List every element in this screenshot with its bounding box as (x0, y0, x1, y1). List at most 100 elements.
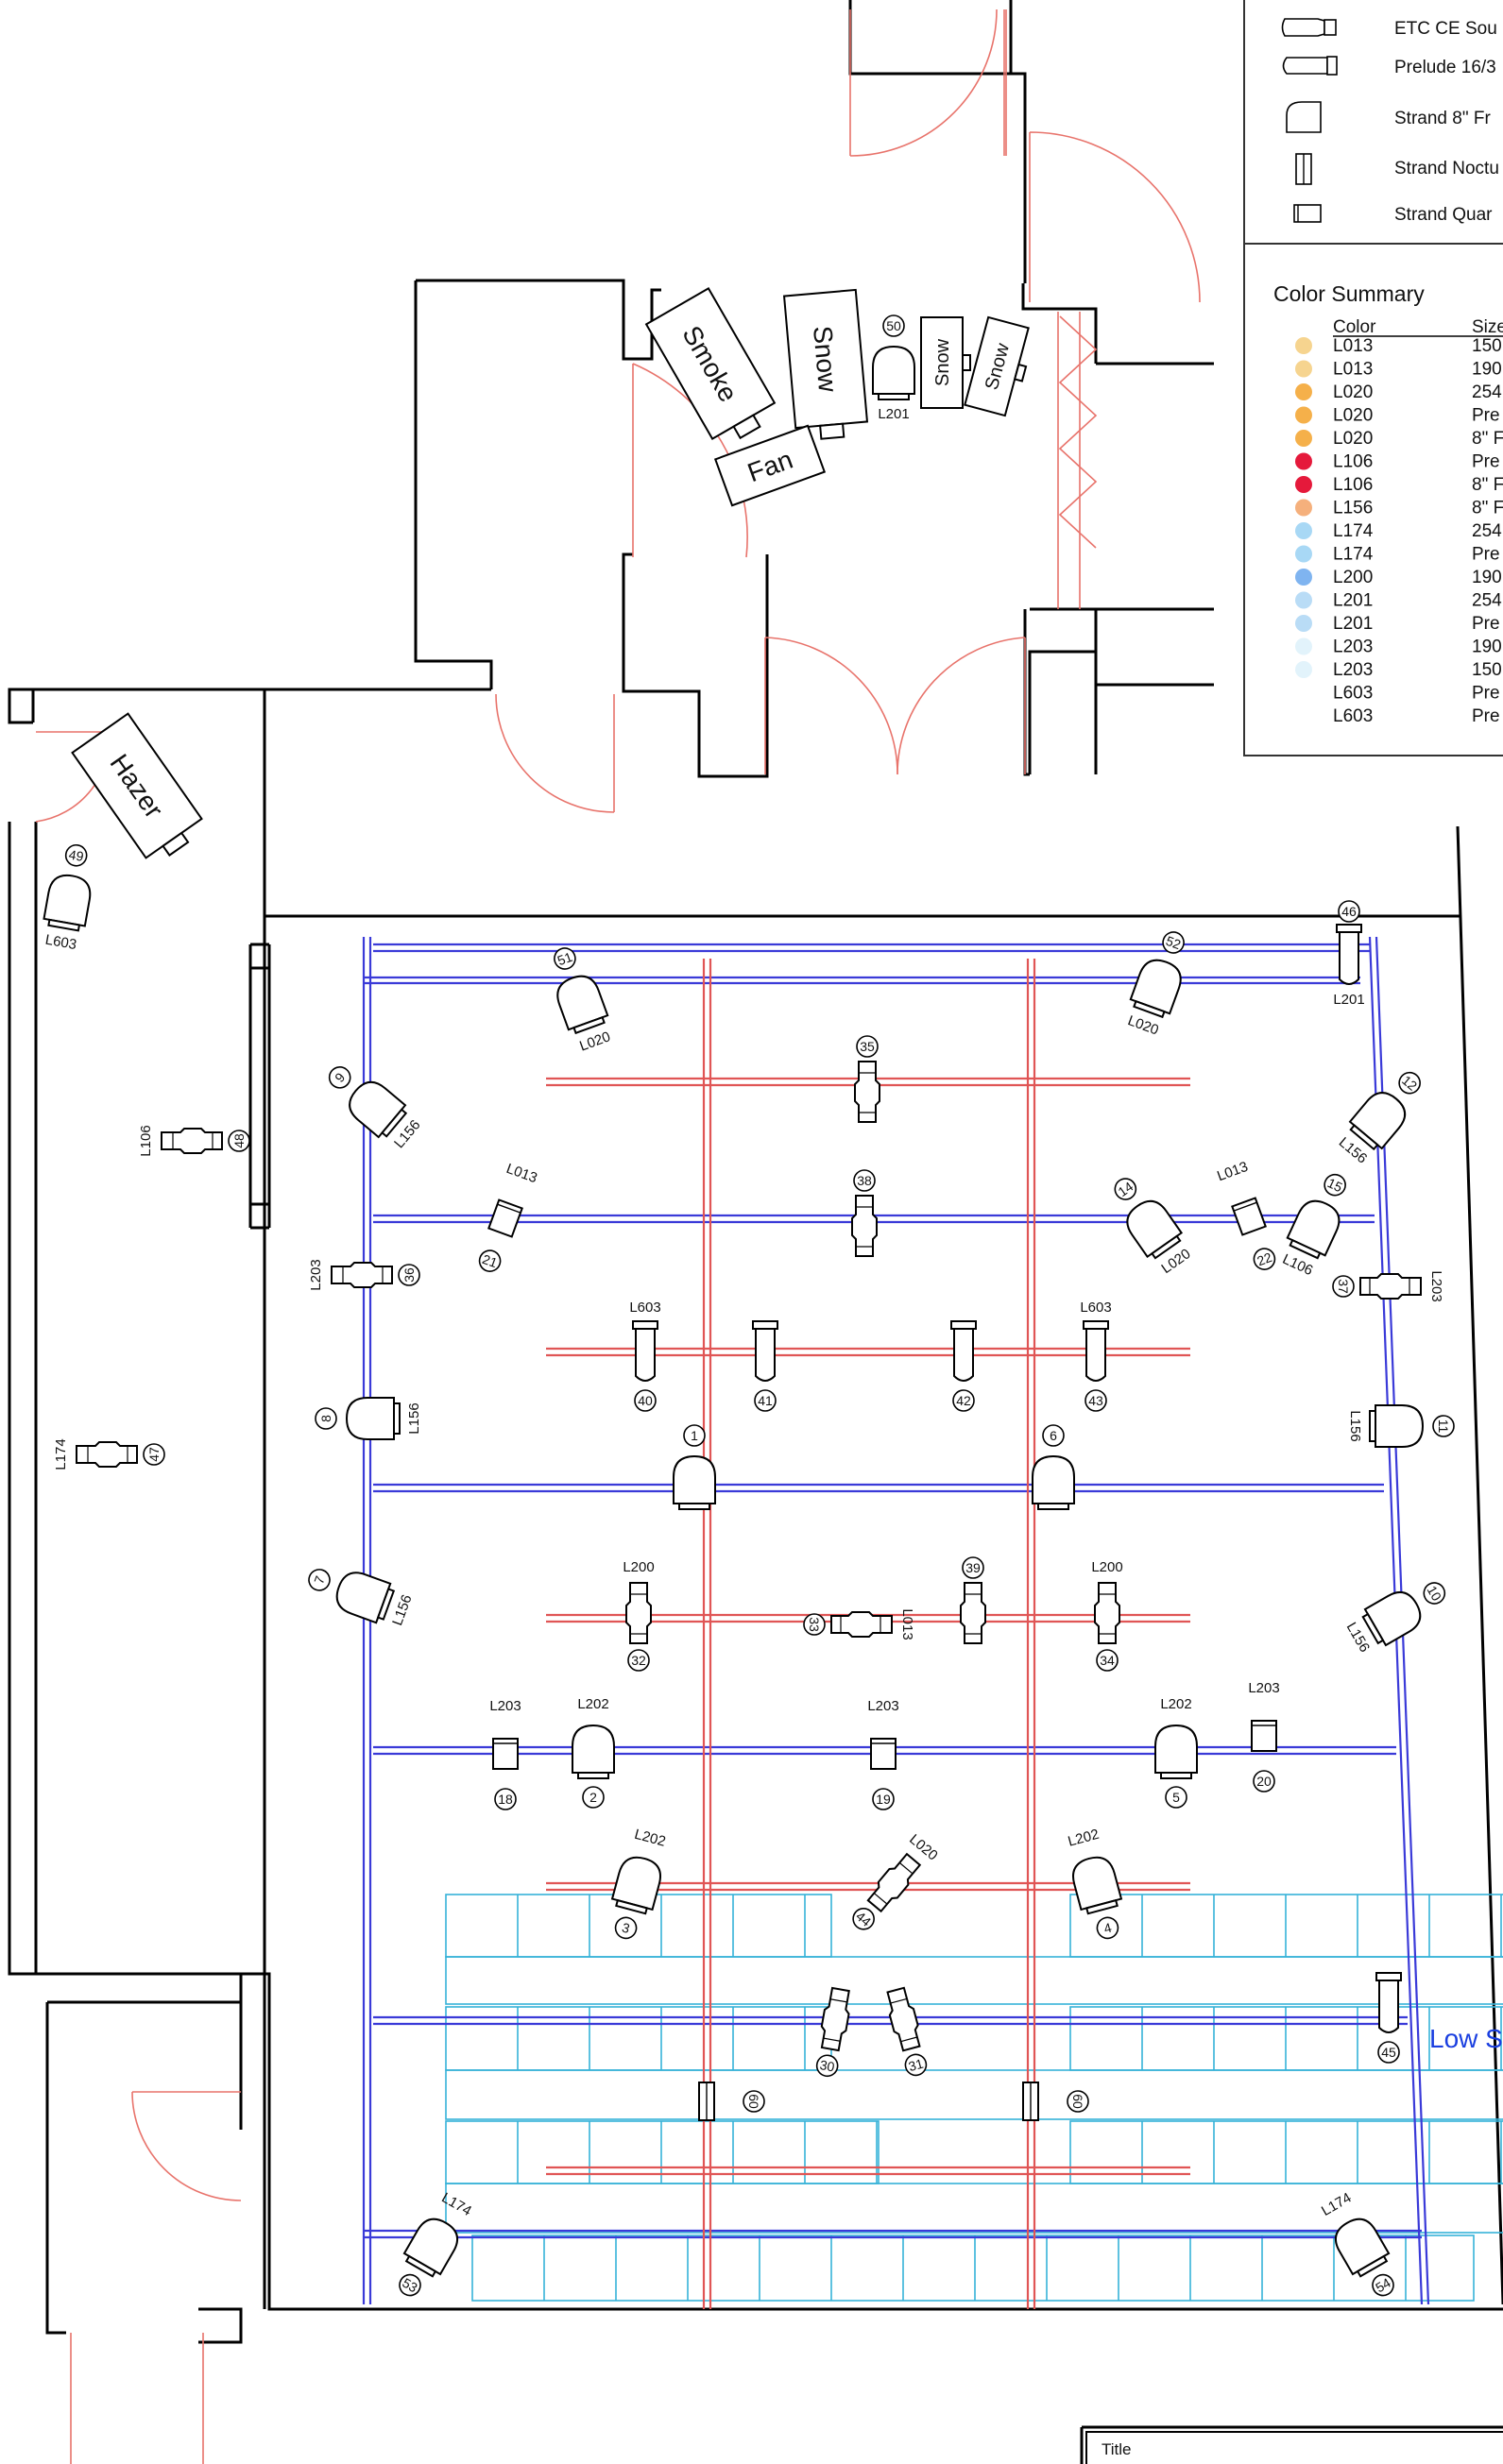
effects-devices: Smoke Snow Snow Snow Fan Hazer (71, 287, 1030, 859)
channel-number: 30 (815, 2054, 839, 2078)
channel-number: 50 (882, 314, 905, 337)
color-summary-color: L174 (1333, 545, 1374, 565)
prelude-lens (1083, 1320, 1109, 1330)
fresnel-yoke (376, 1588, 396, 1621)
source-four-body (854, 1061, 880, 1123)
fresnel-body (872, 345, 915, 395)
gel-color-label: L603 (629, 1300, 660, 1316)
color-summary-size: Pre (1472, 706, 1500, 726)
fixture-6[interactable]: 6 (1032, 1424, 1075, 1510)
channel-number-text: 2 (589, 1790, 597, 1805)
fixture-41[interactable]: 41 (752, 1320, 778, 1412)
color-summary-color: L020 (1333, 382, 1373, 402)
fixture-34[interactable]: 34 L200 (1091, 1559, 1123, 1672)
source-four-body (76, 1441, 138, 1468)
color-summary-size: Pre (1472, 545, 1500, 565)
channel-number-text: 39 (965, 1560, 981, 1575)
electrics-pipes (362, 936, 1430, 2309)
fixture-31[interactable]: 31 (884, 1986, 931, 2079)
fixture-38[interactable]: 38 (851, 1169, 878, 1257)
color-summary-col-color: Color (1333, 317, 1376, 337)
color-summary-color: L106 (1333, 452, 1373, 472)
color-summary-color: L203 (1333, 637, 1373, 657)
gel-color-label: L156 (389, 1592, 415, 1627)
fixture-60a[interactable]: 60 (698, 2082, 765, 2121)
fresnel-body (1126, 1199, 1184, 1259)
fixture-30[interactable]: 30 (813, 1986, 853, 2078)
color-summary-size: Pre (1472, 406, 1500, 426)
channel-number: 18 (494, 1788, 517, 1810)
channel-number: 48 (228, 1130, 250, 1152)
channel-number: 44 (852, 1907, 875, 1930)
fresnel-body (1375, 1404, 1425, 1448)
seating-risers (445, 1894, 1503, 2302)
gel-color-label: L020 (1126, 1012, 1161, 1038)
fixture-42[interactable]: 42 (950, 1320, 977, 1412)
channel-number: 46 (1338, 900, 1360, 923)
prelude-body (635, 1326, 656, 1382)
gel-color-label: L013 (1215, 1159, 1250, 1184)
legend: ETC CE Sou Prelude 16/3 Strand 8" Fr Str… (1243, 0, 1503, 756)
channel-number-text: 60 (1070, 2094, 1085, 2109)
channel-number: 43 (1085, 1389, 1107, 1412)
fixture-39[interactable]: 39 (960, 1556, 986, 1644)
fresnel-yoke (878, 393, 910, 400)
fixture-45[interactable]: 45 (1375, 1972, 1402, 2064)
prelude-lens (1336, 924, 1362, 933)
fresnel-body (572, 1724, 615, 1774)
doors (35, 8, 1201, 2464)
channel-number: 12 (1398, 1071, 1421, 1095)
channel-number: 32 (627, 1649, 650, 1672)
gel-color-label: L200 (1091, 1559, 1122, 1575)
legend-label-nocturne: Strand Noctu (1394, 159, 1499, 178)
color-swatch (1295, 591, 1312, 609)
color-swatch (1295, 406, 1312, 424)
channel-number-text: 34 (1100, 1653, 1115, 1668)
channel-number: 52 (1162, 931, 1185, 954)
source-four-body (161, 1128, 223, 1154)
fresnel-yoke (1289, 1238, 1322, 1260)
gel-color-label: L202 (633, 1827, 668, 1850)
channel-number-text: 49 (68, 847, 85, 864)
source-four-body (625, 1582, 652, 1644)
channel-number-text: 15 (1325, 1175, 1345, 1195)
fixture-35[interactable]: 35 (854, 1035, 880, 1123)
channel-number: 7 (308, 1569, 331, 1591)
fixture-1[interactable]: 1 (673, 1424, 716, 1510)
gel-color-label: L020 (577, 1028, 612, 1054)
channel-number: 8 (315, 1407, 337, 1430)
fixture-60b[interactable]: 60 (1022, 2082, 1089, 2121)
